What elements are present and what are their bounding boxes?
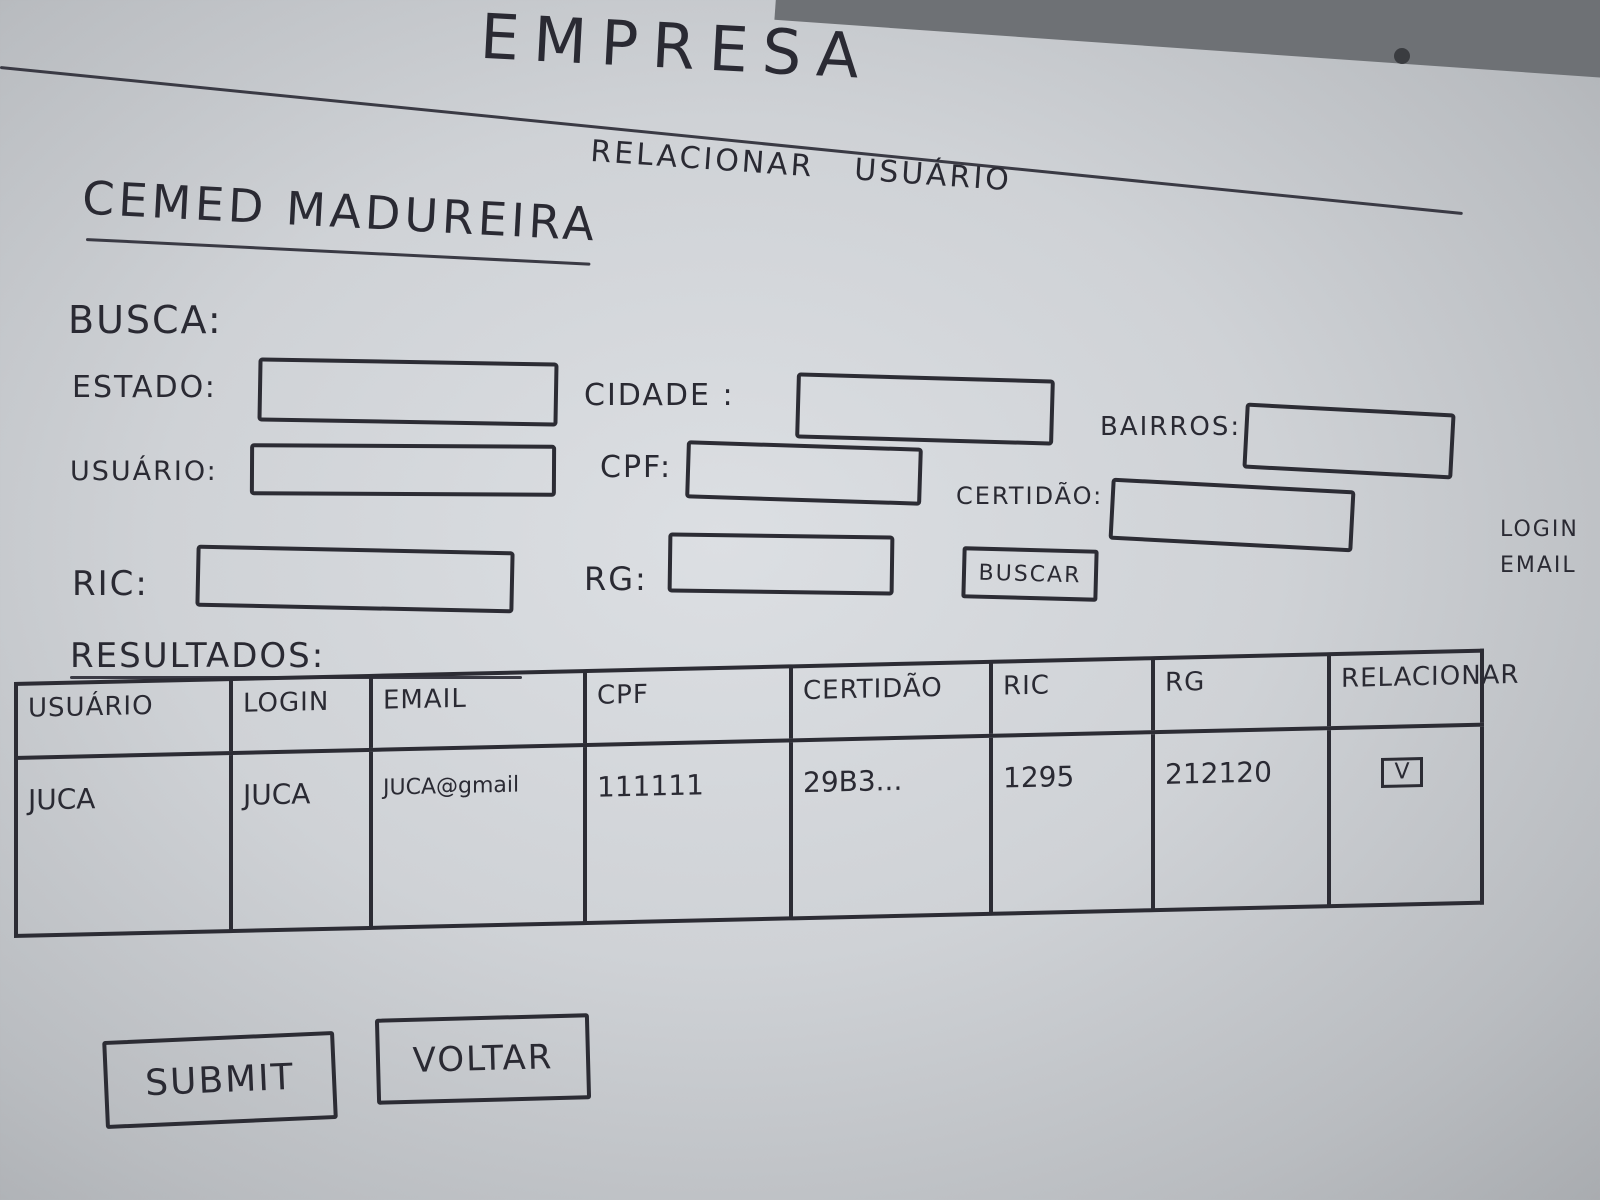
certidao-label: CERTIDÃO: [956, 482, 1104, 510]
bairros-input[interactable] [1246, 406, 1452, 476]
column-header-ric: RIC [991, 658, 1153, 736]
side-note: LOGIN EMAIL [1500, 512, 1579, 584]
usuario-input[interactable] [253, 447, 553, 493]
column-header-cpf: CPF [585, 666, 791, 746]
column-header-login: LOGIN [231, 675, 371, 754]
page-subtitle: RELACIONAR USUÁRIO [589, 134, 1053, 201]
cpf-input[interactable] [689, 444, 919, 502]
column-header-rg: RG [1153, 654, 1329, 733]
table-row: JUCA JUCA JUCA@gmail 111111 29B3... 1295… [16, 724, 1482, 936]
cidade-input[interactable] [799, 376, 1051, 442]
submit-button[interactable]: SUBMIT [102, 1030, 338, 1130]
cell-ric: 1295 [991, 732, 1153, 914]
cell-cpf: 111111 [585, 740, 791, 924]
cell-certidao: 29B3... [791, 735, 991, 919]
bairros-label: BAIRROS: [1100, 412, 1242, 442]
estado-field[interactable] [257, 357, 559, 427]
org-title: CEMED MADUREIRA [80, 170, 600, 252]
results-heading-underline [70, 676, 522, 679]
magnet [1394, 48, 1410, 64]
voltar-button[interactable]: VOLTAR [374, 1013, 592, 1105]
usuario-field[interactable] [249, 443, 557, 497]
subtitle-word-2: USUÁRIO [853, 152, 1013, 199]
ric-label: RIC: [72, 564, 149, 604]
column-header-usuario: USUÁRIO [16, 679, 231, 758]
cidade-field[interactable] [795, 372, 1055, 446]
rg-field[interactable] [667, 532, 895, 596]
certidao-field[interactable] [1108, 477, 1356, 553]
cell-email: JUCA@gmail [371, 745, 585, 928]
results-table: USUÁRIO LOGIN EMAIL CPF CERTIDÃO RIC RG … [14, 648, 1520, 938]
estado-input[interactable] [261, 361, 555, 423]
certidao-input[interactable] [1112, 481, 1352, 549]
bairros-field[interactable] [1242, 402, 1456, 480]
column-header-relacionar: RELACIONAR [1329, 650, 1520, 729]
rg-input[interactable] [671, 536, 891, 592]
side-note-email: EMAIL [1500, 553, 1577, 578]
side-note-login: LOGIN [1500, 517, 1579, 542]
cell-rg: 212120 [1153, 728, 1329, 911]
estado-label: ESTADO: [72, 370, 217, 405]
column-header-certidao: CERTIDÃO [791, 661, 991, 741]
whiteboard-frame [774, 0, 1600, 83]
column-header-email: EMAIL [371, 671, 585, 750]
search-heading: BUSCA: [68, 298, 223, 342]
results-heading: RESULTADOS: [70, 636, 326, 676]
relacionar-checkbox[interactable]: V [1381, 757, 1423, 788]
cell-relacionar: V [1329, 724, 1482, 907]
usuario-label: USUÁRIO: [70, 456, 218, 487]
cidade-label: CIDADE : [584, 378, 735, 413]
buscar-button[interactable]: BUSCAR [961, 546, 1099, 602]
cpf-label: CPF: [600, 450, 673, 485]
rg-label: RG: [584, 560, 648, 598]
cpf-field[interactable] [685, 440, 923, 506]
subtitle-word-1: RELACIONAR [589, 133, 816, 185]
ric-input[interactable] [199, 548, 511, 610]
cell-login: JUCA [231, 749, 371, 932]
cell-usuario: JUCA [16, 753, 231, 936]
ric-field[interactable] [195, 544, 515, 614]
